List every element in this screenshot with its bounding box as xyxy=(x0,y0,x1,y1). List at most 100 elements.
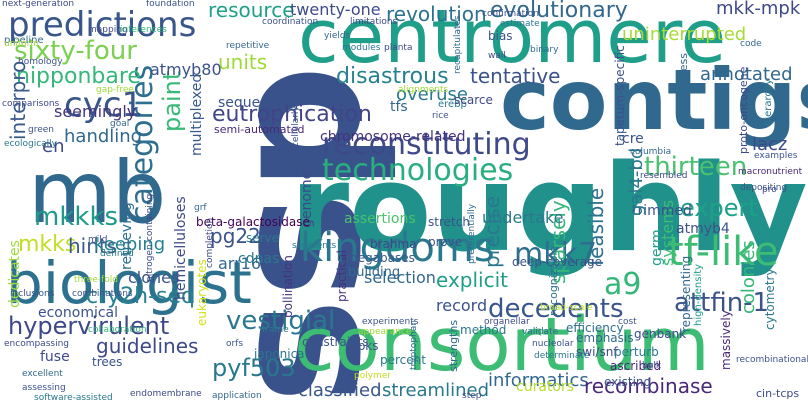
cloud-word: mkk-mpk xyxy=(716,0,801,19)
cloud-word: fuse xyxy=(40,349,70,365)
cloud-word: alignments xyxy=(398,85,449,95)
cloud-word: precise xyxy=(480,195,504,268)
cloud-word: resource xyxy=(208,0,295,22)
cloud-word: economical xyxy=(38,305,119,321)
cloud-word: mkk7 xyxy=(514,237,598,272)
cloud-word: limitations xyxy=(350,17,398,27)
cloud-word: classified xyxy=(298,380,382,401)
cloud-word: mkks xyxy=(18,232,77,257)
cloud-word: handling xyxy=(64,126,143,147)
cloud-word: seemingly xyxy=(54,102,137,121)
cloud-word: intracellularly xyxy=(291,106,301,168)
cloud-word: appearance xyxy=(358,327,412,337)
cloud-word: columbia xyxy=(630,147,672,157)
cloud-word: estimate xyxy=(500,19,540,29)
cloud-word: percent xyxy=(380,353,426,367)
cloud-word: technologies xyxy=(322,153,514,188)
cloud-word: tryptophan xyxy=(409,320,419,370)
cloud-word: frame xyxy=(262,325,289,335)
cloud-word: defined xyxy=(100,249,134,259)
cloud-word: orfs xyxy=(226,339,244,349)
cloud-word: planta xyxy=(384,43,413,53)
cloud-word: evolutionary xyxy=(490,0,628,23)
cloud-word: massively xyxy=(719,310,733,370)
cloud-word: encompassing xyxy=(4,339,69,349)
cloud-word: green xyxy=(28,125,54,135)
cloud-word: perturb xyxy=(614,345,659,359)
cloud-word: atmyb80 xyxy=(150,60,222,79)
cloud-word: guidelines xyxy=(96,334,199,358)
cloud-word: rice xyxy=(432,111,449,121)
cloud-word: contigs xyxy=(500,51,808,149)
cloud-word: broad-scale xyxy=(540,303,593,313)
cloud-word: repetitive xyxy=(226,41,270,51)
cloud-word: recombinational xyxy=(736,355,808,365)
cloud-word: multiplexed xyxy=(189,73,205,156)
cloud-word: brahma xyxy=(370,237,417,251)
cloud-word: ecologically xyxy=(4,139,58,149)
cloud-word: serve xyxy=(246,231,280,245)
cloud-word: examples xyxy=(754,151,798,161)
cloud-word: vestigial xyxy=(226,306,336,336)
cloud-word: confirmation xyxy=(482,9,539,19)
cloud-word: practical xyxy=(335,250,349,302)
cloud-word: inclusions xyxy=(10,289,55,299)
cloud-word: kingdoms xyxy=(300,225,495,271)
cloud-word: preferentially xyxy=(467,203,477,264)
cloud-word: organellar xyxy=(484,317,530,327)
cloud-word: arr16 xyxy=(218,254,262,273)
cloud-word: a9 xyxy=(604,267,642,302)
cloud-word: record xyxy=(436,296,488,315)
cloud-word: expert xyxy=(680,194,758,222)
cloud-word: biologist xyxy=(6,249,252,317)
cloud-word: annotated xyxy=(700,64,793,85)
cloud-word: bulk xyxy=(642,361,662,371)
cloud-word: step xyxy=(462,391,482,401)
cloud-word: cin-tcps xyxy=(756,387,800,400)
cloud-word: foundation xyxy=(146,0,195,9)
cloud-word: determinate xyxy=(534,351,590,361)
cloud-word: gap-free xyxy=(96,85,134,95)
cloud-word: grf xyxy=(194,203,207,213)
cloud-word: cost xyxy=(618,317,637,327)
cloud-word: depositing xyxy=(740,183,788,193)
cloud-word: constraints xyxy=(302,335,369,349)
cloud-word: pipeline xyxy=(4,35,44,46)
cloud-word: cdnas xyxy=(238,251,280,267)
cloud-word: informatics xyxy=(488,370,589,391)
cloud-word: selection xyxy=(364,268,436,287)
cloud-word: trees xyxy=(92,355,123,369)
cloud-word: endomembrane xyxy=(130,389,202,399)
cloud-word: mb xyxy=(28,143,167,243)
cloud-word: twenty-one xyxy=(290,0,381,19)
cloud-word: tapetum-specific xyxy=(613,45,627,146)
cloud-word: keeping xyxy=(94,234,166,255)
cloud-word: pollination xyxy=(281,255,295,318)
cloud-word: nucleolar xyxy=(532,339,574,349)
cloud-word: proto-oncogene xyxy=(737,66,750,154)
cloud-word: pg221 xyxy=(210,224,274,248)
cloud-word: eukaryotes xyxy=(195,259,209,326)
cloud-word: revolution xyxy=(386,2,487,26)
cloud-word: pyf503 xyxy=(212,354,296,382)
cloud-word: resembled xyxy=(640,171,688,181)
cloud-word: validate xyxy=(522,327,559,337)
cloud-word: erebp xyxy=(438,99,467,110)
cloud-word: recombinase xyxy=(584,374,713,398)
cloud-word: high-density xyxy=(693,263,704,326)
cloud-word: cytometry xyxy=(763,268,777,330)
cloud-word: cry2h-seq xyxy=(86,284,196,309)
cloud-word: genbank xyxy=(634,327,687,341)
cloud-word: mild xyxy=(88,235,108,245)
cloud-word: gal4-bd xyxy=(626,147,647,216)
cloud-word: pro xyxy=(762,185,777,195)
cloud-word: sequencing xyxy=(218,95,299,111)
cloud-word: hypervirulent xyxy=(8,312,170,340)
cloud-word: uniform xyxy=(4,39,39,49)
cloud-word: coordination xyxy=(262,17,319,27)
cloud-word: stretch xyxy=(428,215,470,229)
cloud-word: sixty-four xyxy=(14,36,137,66)
cloud-word: decedents xyxy=(488,294,624,324)
cloud-word: undertake xyxy=(482,208,564,227)
